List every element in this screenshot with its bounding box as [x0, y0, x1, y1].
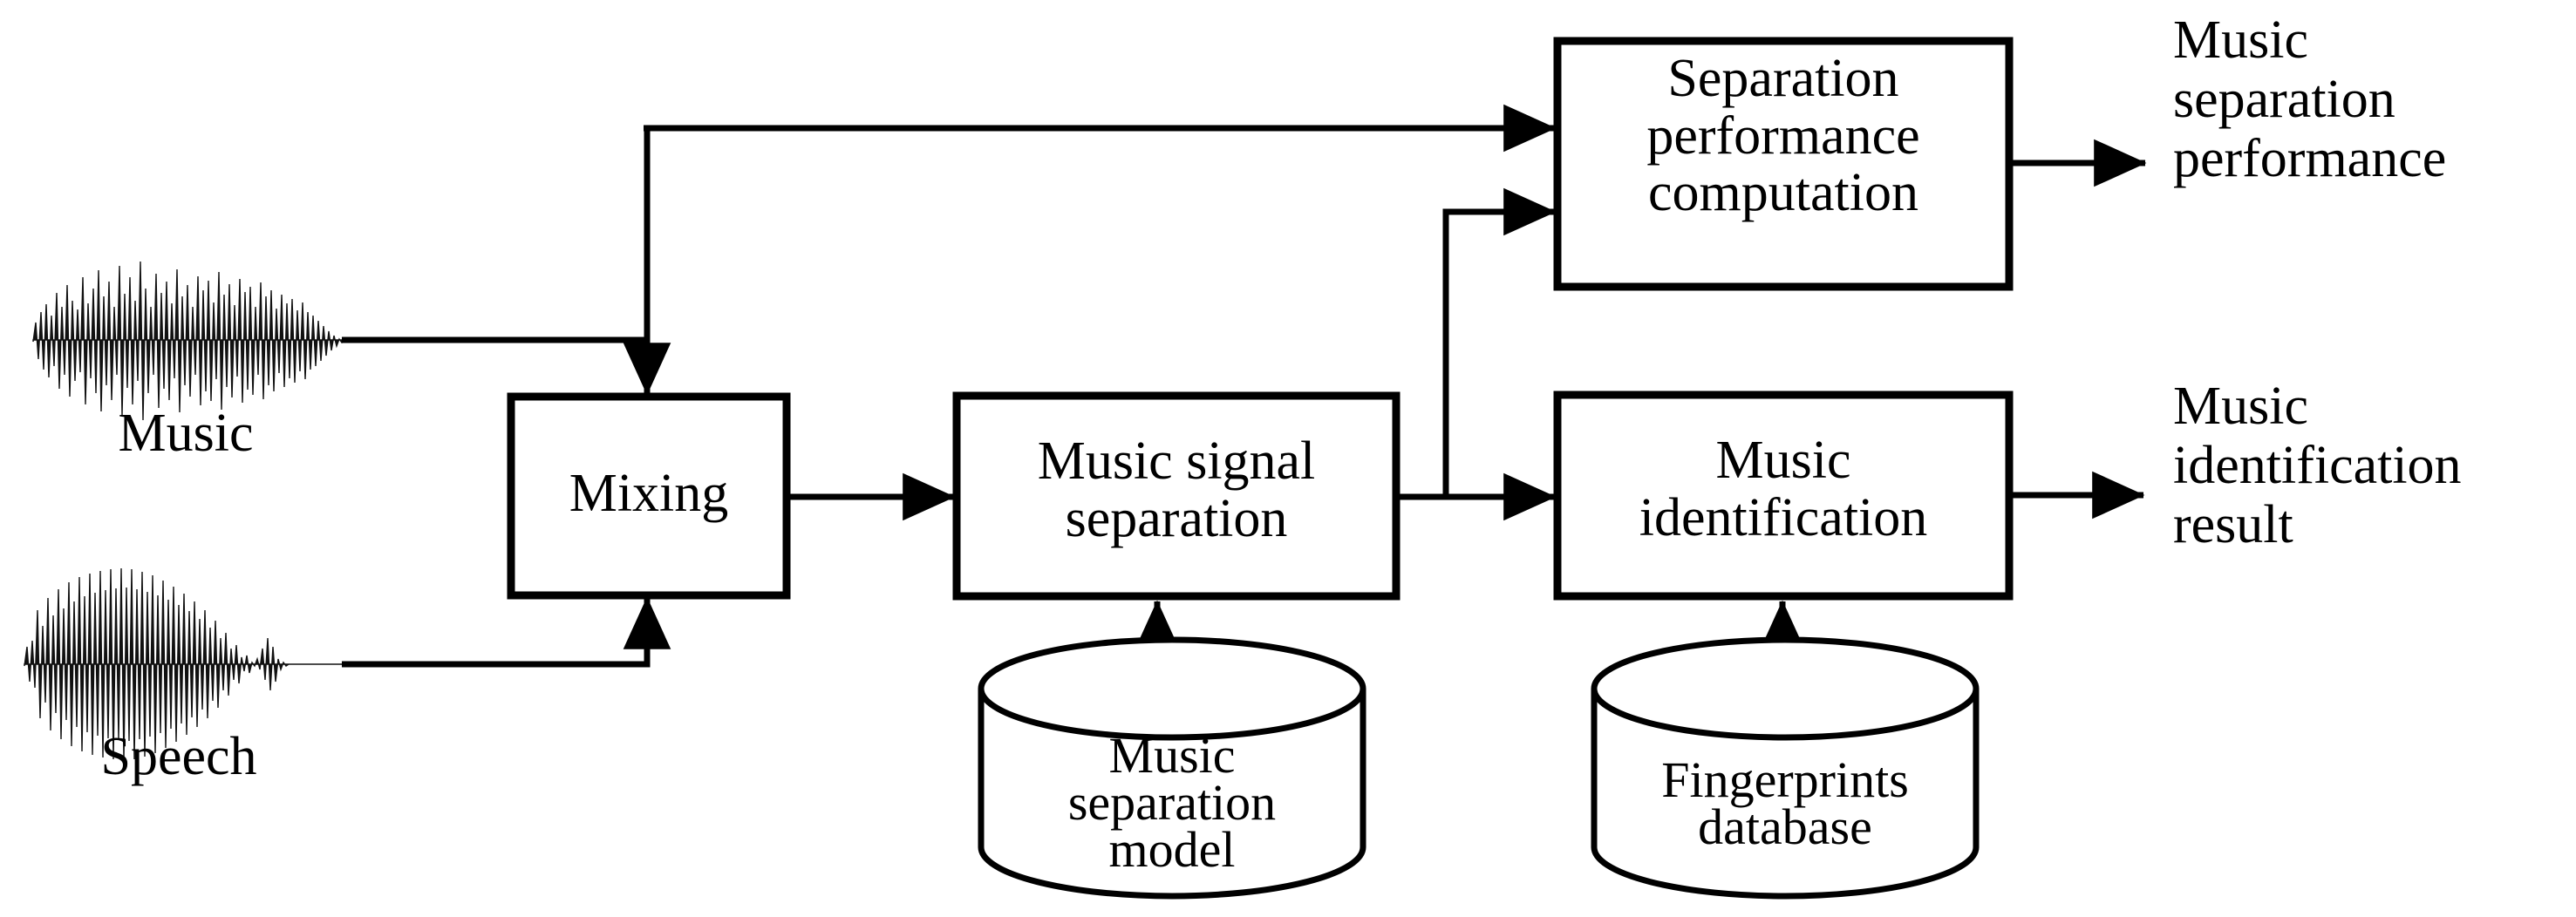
- box-separation-performance-computation[interactable]: [1553, 37, 2014, 291]
- speech-waveform-icon: [24, 567, 344, 761]
- music-waveform-icon: [32, 261, 346, 421]
- cylinder-music-separation-model[interactable]: [978, 636, 1366, 900]
- cylinder-fingerprints-database[interactable]: [1591, 636, 1980, 900]
- edge-separation-to-performance: [1442, 187, 1557, 499]
- edge-speech-to-mixing: [342, 596, 671, 668]
- box-music-signal-separation[interactable]: [952, 391, 1400, 601]
- box-music-identification[interactable]: [1553, 391, 2014, 601]
- box-mixing[interactable]: [507, 392, 791, 600]
